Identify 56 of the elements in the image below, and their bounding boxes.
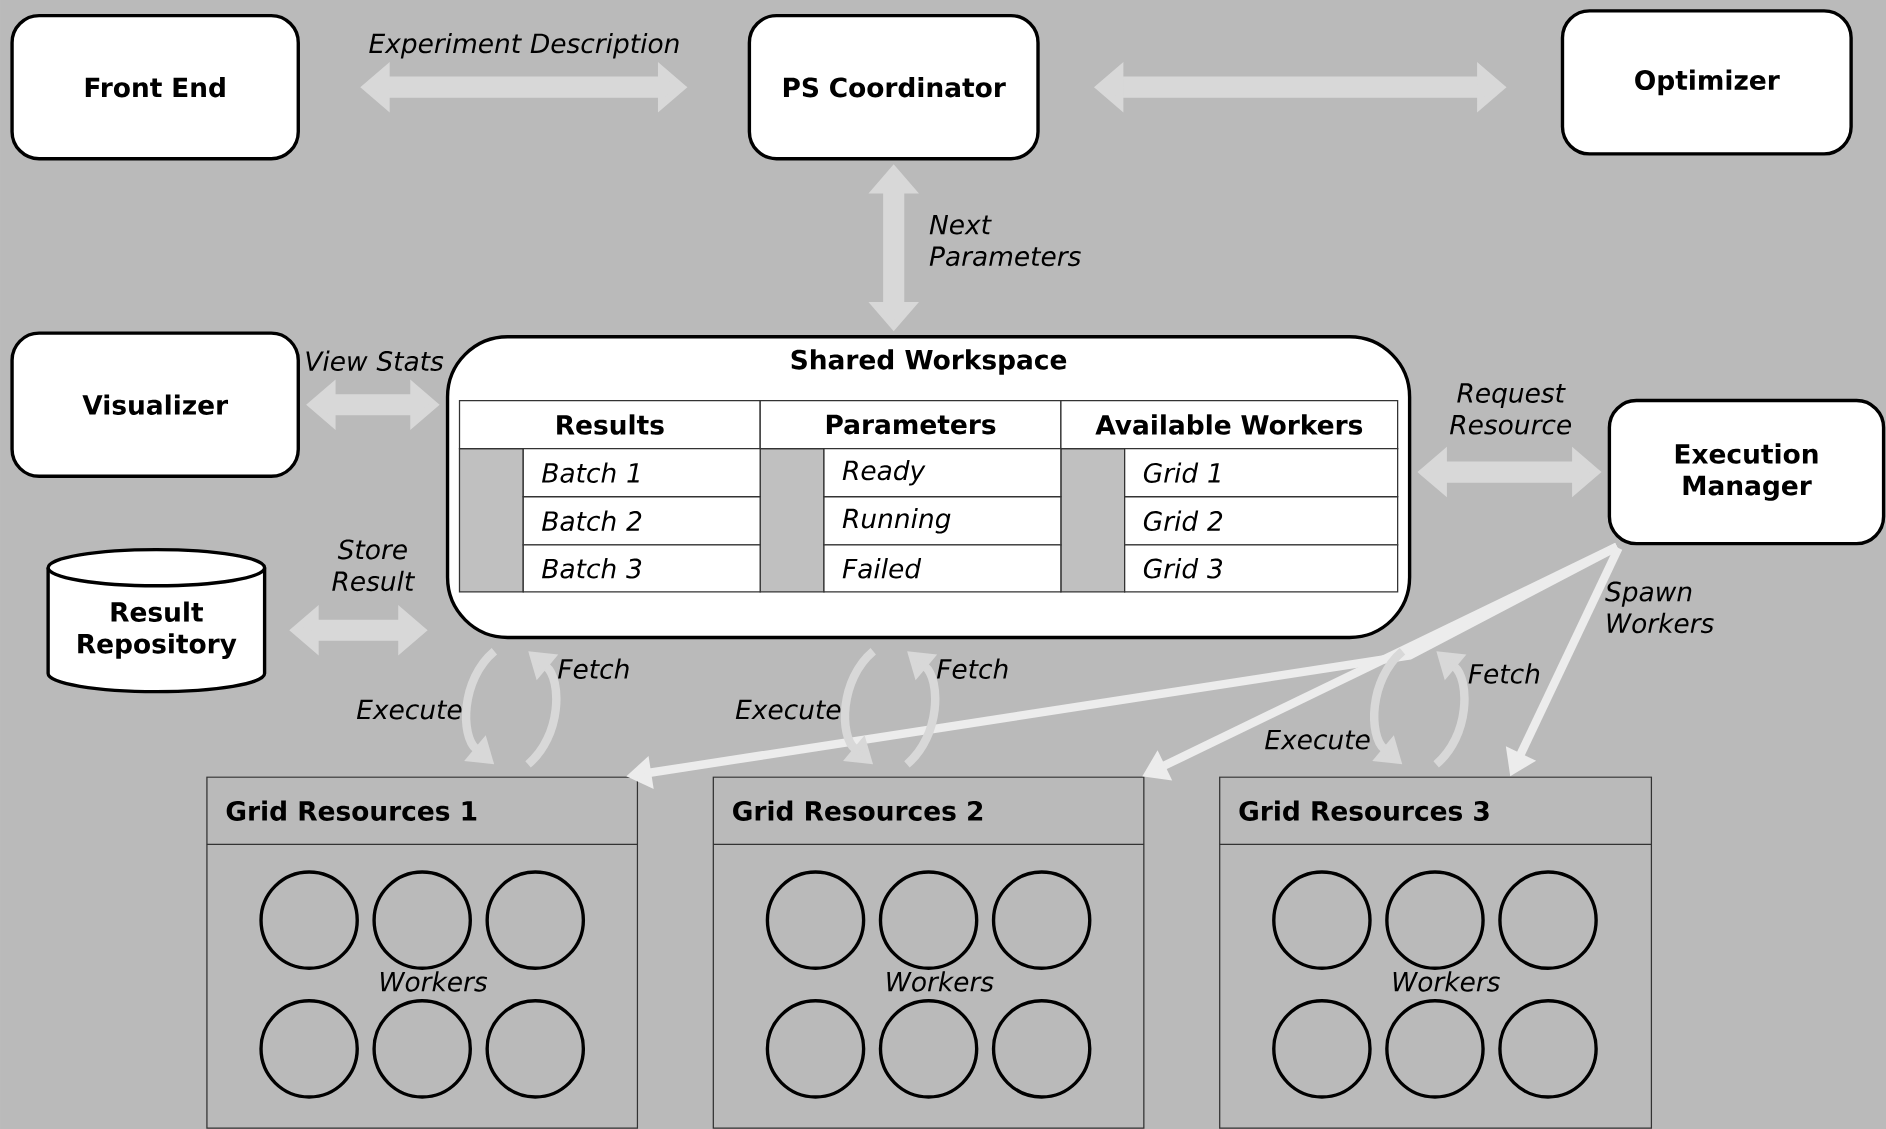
- edge-label: Fetch: [936, 658, 1008, 679]
- arrow: [461, 647, 498, 764]
- arrow: [840, 647, 877, 764]
- edge-label: View Stats: [306, 350, 444, 371]
- table-cell: Grid 3: [1124, 544, 1399, 593]
- worker-circle: [765, 870, 866, 970]
- rounded-box: Visualizer: [10, 331, 300, 478]
- edge-label: Fetch: [1468, 663, 1540, 684]
- worker-circle: [878, 998, 979, 1099]
- worker-circle: [1272, 998, 1372, 1099]
- table-cell: Failed: [823, 544, 1062, 593]
- edge-label: Experiment Description: [369, 32, 679, 59]
- worker-circle: [878, 870, 979, 970]
- rounded-box: Optimizer: [1560, 8, 1853, 156]
- edge-label: Next Parameters: [929, 214, 1081, 266]
- worker-circle: [259, 998, 359, 1099]
- table-cell: Grid 2: [1124, 495, 1399, 546]
- edge-label: Execute: [735, 699, 841, 720]
- worker-circle: [372, 998, 472, 1099]
- table-cell: Available Workers: [1060, 399, 1399, 450]
- worker-circle: [991, 998, 1092, 1099]
- worker-circle: [259, 870, 359, 970]
- grid-panel: Grid Resources 2 Workers: [712, 776, 1145, 1129]
- database-cylinder: Result Repository: [46, 547, 267, 694]
- arrow: [1370, 647, 1406, 764]
- worker-circle: [765, 998, 866, 1099]
- table-cell: Parameters: [759, 399, 1062, 450]
- worker-circle: [1498, 870, 1598, 970]
- worker-circle: [1272, 870, 1372, 970]
- edge-label: Request Resource: [1450, 383, 1572, 435]
- worker-circle: [485, 998, 586, 1099]
- table-cell: Ready: [823, 447, 1062, 498]
- arrow: [903, 651, 940, 768]
- worker-circle: [1385, 870, 1485, 970]
- rounded-box: Front End: [10, 13, 300, 161]
- worker-circle: [1498, 998, 1598, 1099]
- table-cell: Batch 2: [522, 495, 761, 546]
- worker-circle: [485, 870, 586, 970]
- edge-label: Fetch: [558, 658, 629, 679]
- edge-label: Spawn Workers: [1605, 581, 1714, 634]
- arrow: [525, 651, 561, 768]
- grid-panel: Grid Resources 3 Workers: [1219, 776, 1653, 1129]
- arrow: [1433, 651, 1469, 768]
- edge-label: Execute: [356, 699, 462, 720]
- table-cell: Batch 3: [522, 544, 761, 593]
- edge-label: Execute: [1265, 729, 1370, 750]
- worker-circle: [372, 870, 472, 970]
- table-cell: Running: [823, 495, 1062, 546]
- rounded-box: PS Coordinator: [747, 13, 1040, 161]
- rounded-box: Execution Manager: [1607, 398, 1886, 546]
- table-cell: Results: [458, 399, 761, 450]
- edge-label: Store Result: [332, 539, 416, 591]
- worker-circle: [991, 870, 1092, 970]
- worker-circle: [1385, 998, 1485, 1099]
- grid-panel: Grid Resources 1 Workers: [206, 776, 639, 1129]
- table-cell: Batch 1: [522, 447, 761, 498]
